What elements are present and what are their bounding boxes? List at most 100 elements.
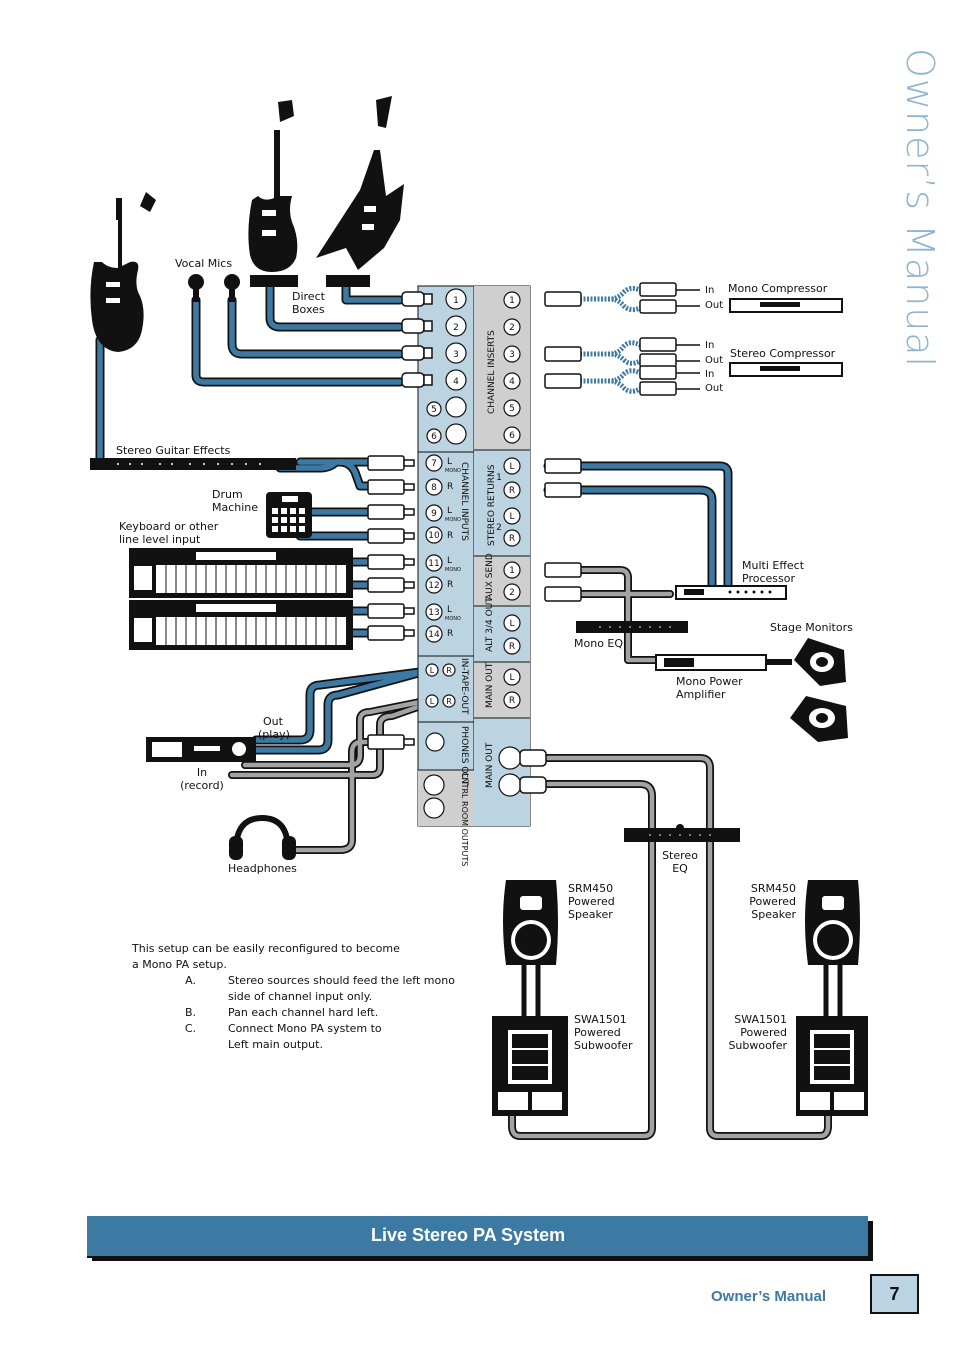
jack-num-13: 13 — [428, 608, 439, 618]
label-in-tape-out: IN-TAPE-OUT — [459, 658, 469, 715]
in12-r: R — [447, 580, 453, 590]
srm450-right-model: SRM450 — [750, 882, 796, 895]
note-item-a-key: A. — [185, 974, 196, 987]
speaker-left — [503, 880, 558, 1016]
label-mono-power-amp: Mono Power Amplifier — [676, 675, 743, 701]
tape-deck-unit — [146, 737, 256, 762]
guitar-2 — [248, 100, 298, 287]
tape-l: L — [430, 666, 435, 675]
jack-num-11: 11 — [428, 559, 439, 569]
swa1501-right-subwoofer: Subwoofer — [728, 1039, 787, 1052]
jack-num-12: 12 — [428, 581, 439, 591]
tape-r2: R — [446, 697, 452, 706]
label-stereo-compressor: Stereo Compressor — [730, 347, 836, 360]
vocal-mic-1 — [188, 274, 204, 302]
insert-num-6: 6 — [509, 431, 515, 441]
alt-l: L — [509, 619, 514, 629]
swa1501-left-powered: Powered — [574, 1026, 621, 1039]
main-out-plugs — [519, 749, 547, 794]
return-group-1: 1 — [496, 473, 502, 483]
srm450-left-model: SRM450 — [568, 882, 614, 895]
label-mono-comp-out: Out — [705, 300, 724, 311]
label-cntrl-room: CNTRL ROOM OUTPUTS — [460, 772, 469, 866]
label-main-out-rca: MAIN OUT — [485, 662, 495, 708]
stereo-eq-unit — [624, 828, 740, 842]
note-item-a-line1: Stereo sources should feed the left mono — [228, 974, 455, 987]
keyboard-2 — [129, 600, 353, 650]
speaker-right — [805, 880, 860, 1016]
note-intro-1: This setup can be easily reconfigured to… — [132, 942, 400, 955]
label-stereo-comp-in-2: In — [705, 369, 715, 380]
jack-num-9: 9 — [431, 509, 437, 519]
drum-machine-unit — [266, 492, 312, 538]
mono-compressor-unit — [729, 298, 843, 313]
subwoofer-left — [492, 1016, 568, 1116]
mono-power-amplifier-unit — [655, 654, 792, 671]
tape-r: R — [446, 666, 452, 675]
in7-mono: MONO — [445, 468, 461, 474]
label-alt-out: ALT 3/4 OUT — [485, 597, 495, 652]
stage-monitor-2 — [790, 696, 848, 742]
in14-r: R — [447, 629, 453, 639]
in9-l: L — [447, 506, 452, 516]
jack-num-10: 10 — [428, 531, 440, 541]
swa1501-right-powered: Powered — [740, 1026, 787, 1039]
insert-num-5: 5 — [509, 404, 515, 414]
note-item-c: C. Connect Mono PA system to — [132, 1021, 455, 1037]
vocal-mic-2 — [224, 274, 240, 302]
label-stereo-returns: STEREO RETURNS — [487, 464, 497, 546]
label-stereo-comp-out-1: Out — [705, 355, 724, 366]
label-multi-effect: Multi Effect Processor — [742, 559, 805, 585]
label-drum-machine: Drum Machine — [212, 488, 259, 514]
label-phones-out: PHONES OUT — [459, 726, 469, 786]
note-item-c-cont: Left main output. — [132, 1037, 455, 1053]
srm450-left-powered: Powered — [568, 895, 615, 908]
label-channel-inserts: CHANNEL INSERTS — [487, 330, 497, 414]
insert-num-2: 2 — [509, 323, 515, 333]
in11-l: L — [447, 556, 452, 566]
keyboard-1 — [129, 548, 353, 598]
section-banner: Live Stereo PA System — [87, 1216, 868, 1258]
label-vocal-mics: Vocal Mics — [175, 257, 233, 270]
aux-num-2: 2 — [509, 588, 515, 598]
in10-r: R — [447, 531, 453, 541]
note-item-b: B. Pan each channel hard left. — [132, 1005, 455, 1021]
swa1501-left-subwoofer: Subwoofer — [574, 1039, 633, 1052]
return1-r: R — [509, 486, 515, 496]
guitar-3 — [316, 96, 404, 287]
main-rca-r: R — [509, 696, 515, 706]
swa1501-right-model: SWA1501 — [734, 1013, 787, 1026]
jack-num-8: 8 — [431, 483, 437, 493]
note-item-c-line2: Left main output. — [228, 1038, 323, 1051]
in11-mono: MONO — [445, 567, 461, 573]
main-rca-l: L — [509, 673, 514, 683]
insert-num-1: 1 — [509, 296, 515, 306]
note-item-b-line1: Pan each channel hard left. — [228, 1006, 379, 1019]
label-swa1501-left: SWA1501 Powered Subwoofer — [574, 1013, 633, 1052]
label-stereo-eq: Stereo EQ — [662, 849, 698, 875]
label-mono-eq: Mono EQ — [574, 637, 624, 650]
note-item-a-cont: side of channel input only. — [132, 989, 455, 1005]
label-stereo-guitar-effects: Stereo Guitar Effects — [116, 444, 231, 457]
in9-mono: MONO — [445, 517, 461, 523]
xlr-num-6: 6 — [431, 432, 437, 442]
srm450-right-speaker: Speaker — [751, 908, 796, 921]
insert-num-3: 3 — [509, 350, 515, 360]
note-item-b-key: B. — [184, 1006, 196, 1019]
xlr-num-5: 5 — [431, 405, 437, 415]
label-stereo-comp-out-2: Out — [705, 383, 724, 394]
alt-r: R — [509, 642, 515, 652]
note-item-c-key: C. — [184, 1022, 196, 1035]
srm450-right-powered: Powered — [749, 895, 796, 908]
label-direct-boxes: Direct Boxes — [292, 290, 325, 316]
in8-r: R — [447, 482, 453, 492]
label-swa1501-right: SWA1501 Powered Subwoofer — [727, 1013, 787, 1052]
subwoofer-right — [796, 1016, 868, 1116]
mono-pa-note: This setup can be easily reconfigured to… — [132, 941, 455, 1053]
guitar-1 — [90, 192, 156, 352]
stereo-guitar-effects-unit — [90, 458, 296, 470]
label-out-play: Out (play) — [258, 715, 290, 741]
label-in-record: In (record) — [180, 766, 224, 792]
label-main-out-xlr: MAIN OUT — [485, 742, 495, 788]
in7-l: L — [447, 457, 452, 467]
